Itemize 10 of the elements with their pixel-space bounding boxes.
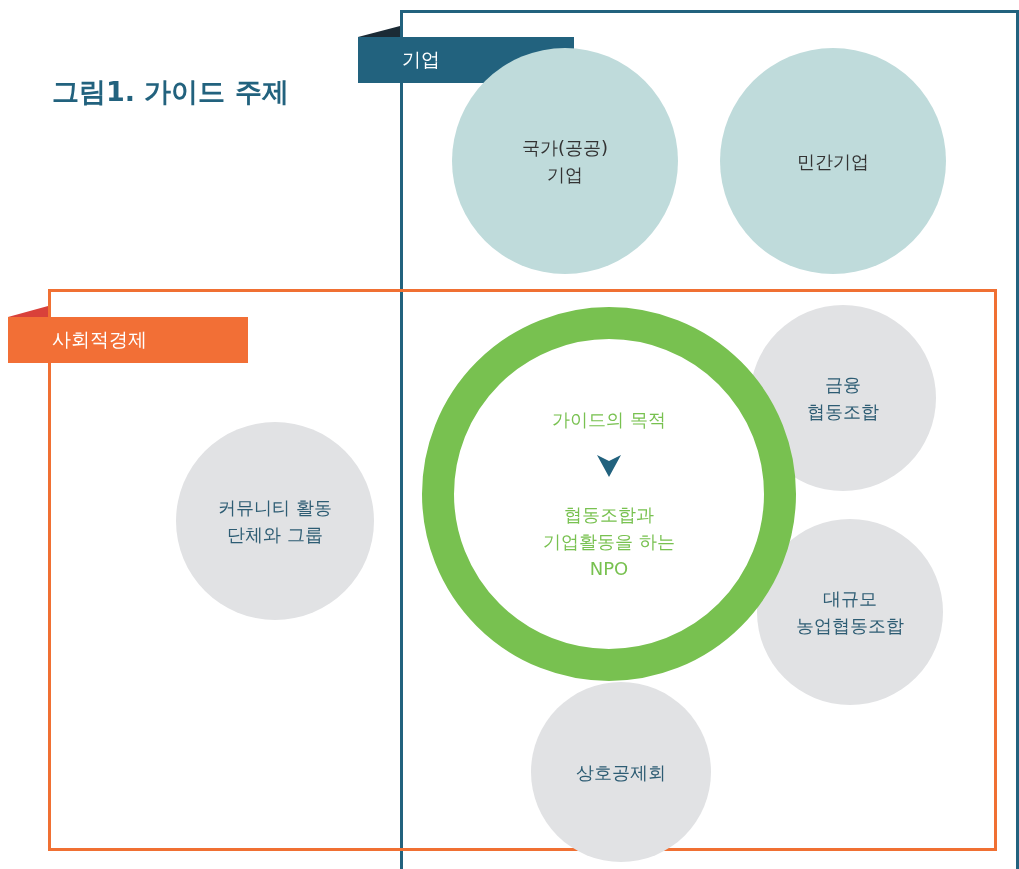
circle-label: 상호공제회 — [576, 760, 666, 785]
circle-label: 국가(공공) 기업 — [520, 136, 609, 187]
circle-label: 대규모 농업협동조합 — [795, 587, 905, 638]
circle-label: 가이드의 목적 — [552, 408, 666, 432]
circle-label: 커뮤니티 활동 단체와 그룹 — [217, 496, 333, 547]
circle-label: 협동조합과 기업활동을 하는 NPO — [542, 503, 676, 581]
group-tab: 사회적경제 — [8, 317, 248, 363]
circle-label: 금융 협동조합 — [806, 373, 880, 424]
figure-title: 그림1. 가이드 주제 — [52, 75, 289, 109]
circle-label: 민간기업 — [797, 149, 869, 174]
